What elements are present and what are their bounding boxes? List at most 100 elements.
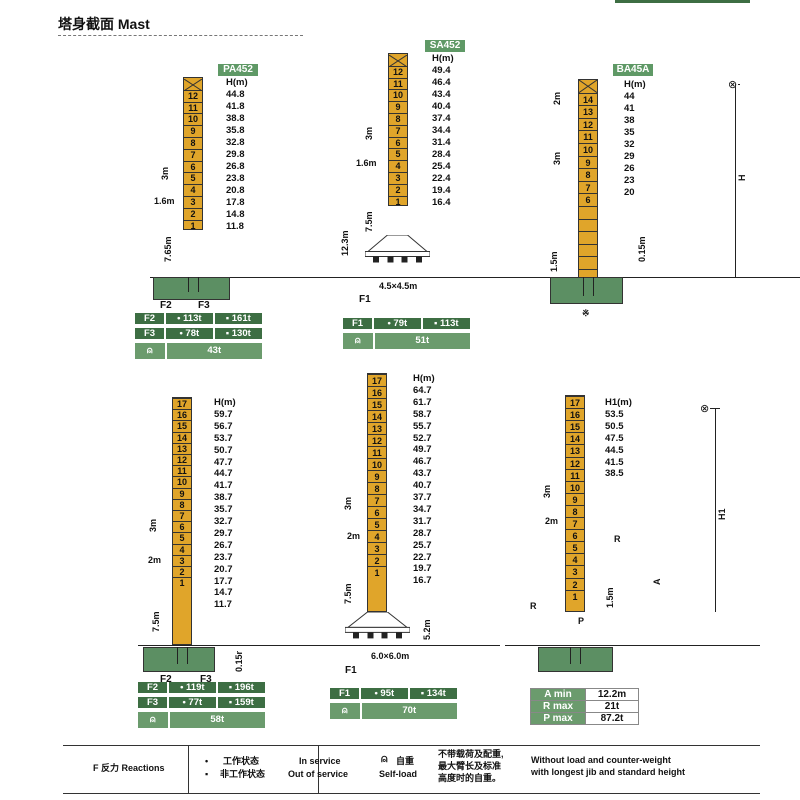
- in-service-text: 113t: [183, 313, 202, 324]
- mast-top-cross-icon: [183, 78, 203, 92]
- in-service-value: • 79t: [374, 318, 423, 329]
- mast-section: 9: [184, 125, 202, 137]
- out-service-value: ▪ 196t: [217, 682, 265, 693]
- height-value: 46.7: [413, 456, 432, 468]
- height-value: 14.7: [214, 587, 233, 599]
- height-value: 37.7: [413, 492, 432, 503]
- mast-section: 8: [173, 498, 191, 510]
- height-value: 16.7: [413, 575, 432, 587]
- spec-value: 87.2t: [585, 712, 639, 725]
- reaction-row: F2• 119t▪ 196t: [138, 682, 265, 693]
- mast-top-cross-icon: [388, 54, 408, 68]
- mast-section: 6: [368, 506, 386, 518]
- mast-section: 8: [566, 504, 584, 517]
- height-value: 47.5: [605, 432, 624, 444]
- anchor-bolt: [177, 647, 178, 664]
- self-load-icon: ⍝: [138, 712, 170, 728]
- mast-section: 11: [579, 130, 597, 143]
- dimension-label: 3m: [542, 484, 552, 498]
- foundation-block: [153, 277, 230, 300]
- mast-section: 2: [368, 554, 386, 566]
- force-label: F3: [200, 674, 212, 685]
- dimension-label: 7.5m: [343, 583, 353, 604]
- mast-section: 3: [368, 542, 386, 554]
- out-service-text: 113t: [440, 318, 459, 329]
- spec-value: 12.2m: [585, 688, 639, 701]
- height-value: 38.7: [214, 492, 233, 504]
- foundation-block: [143, 647, 215, 672]
- mast-section: 12: [579, 117, 597, 131]
- out-service-value: ▪ 134t: [409, 688, 457, 699]
- height-value: 19.4: [432, 185, 451, 196]
- mast-section: 11: [184, 101, 202, 114]
- ground-line: [300, 645, 500, 646]
- desc-cn-2: 最大臂长及标准: [438, 761, 502, 771]
- mast-section: 1: [389, 195, 407, 208]
- height-value: 11.8: [226, 221, 244, 232]
- desc-cn-1: 不带载荷及配重,: [438, 749, 504, 759]
- mast-section: 8: [368, 482, 386, 494]
- height-value: 31.7: [413, 515, 432, 527]
- in-service-bullet-icon: •: [205, 756, 209, 766]
- height-value: 22.7: [413, 551, 432, 563]
- mast-model-label: BA45A: [613, 64, 653, 76]
- dimension-label: 7.65m: [163, 236, 173, 262]
- in-service-en: In service: [299, 756, 341, 766]
- height-value: 26.8: [226, 161, 245, 172]
- spec-key: R max: [530, 700, 586, 713]
- mast-section: 11: [368, 446, 386, 458]
- force-label: F3: [198, 300, 210, 311]
- mast-section: 7: [579, 180, 597, 194]
- dimension-label: 4.5×4.5m: [379, 281, 418, 291]
- dimension-label: 1.5m: [605, 587, 615, 608]
- anchor-bolt: [580, 647, 581, 664]
- in-service-value: • 78t: [166, 328, 215, 339]
- self-load-row: ⍝70t: [330, 703, 457, 719]
- dimension-label: 2m: [545, 516, 559, 526]
- force-label: F1: [359, 294, 371, 305]
- mast-section: 5: [368, 518, 386, 530]
- spec-key: P max: [530, 712, 586, 725]
- title-divider: [58, 35, 303, 36]
- out-service-square-icon: ▪: [225, 313, 232, 324]
- height-value: 44.8: [226, 89, 245, 100]
- mast-section: 14: [566, 432, 584, 444]
- mast-section: 3: [173, 554, 191, 566]
- height-value: 41.7: [214, 480, 233, 492]
- desc-cn-3: 高度时的自重。: [438, 773, 502, 783]
- mast-section: 9: [579, 155, 597, 169]
- mast-section: 15: [566, 420, 584, 432]
- mast-section: 11: [389, 77, 407, 90]
- out-service-en: Out of service: [288, 769, 349, 779]
- dimension-label: 3m: [148, 518, 158, 532]
- height-value: 49.4: [432, 65, 451, 76]
- mast-section: 5: [184, 172, 202, 184]
- height-value: 35.8: [226, 125, 245, 136]
- height-value: 64.7: [413, 384, 432, 396]
- in-service-text: 78t: [185, 328, 200, 339]
- height-value: 34.4: [432, 125, 451, 136]
- reaction-row: F2• 113t▪ 161t: [135, 313, 262, 324]
- dimension-label: 5.2m: [422, 619, 432, 640]
- height-value: 23.8: [226, 173, 245, 184]
- out-service-text: 159t: [234, 697, 254, 708]
- anchor-bolt: [593, 277, 594, 296]
- height-value: 25.7: [413, 539, 432, 551]
- self-load-value: 51t: [374, 333, 470, 349]
- dimension-label: 12.3m: [340, 230, 350, 256]
- reaction-name: F2: [135, 313, 167, 324]
- note-mark: ※: [582, 308, 590, 318]
- height-value: 38.5: [605, 468, 624, 480]
- dimension-label: R: [530, 601, 537, 611]
- desc-en-2: with longest jib and standard height: [531, 767, 686, 777]
- reactions-label: F 反力 Reactions: [93, 763, 165, 773]
- height-value: 32: [624, 139, 635, 150]
- mast-section: 16: [173, 409, 191, 420]
- legend-footer: F 反力 Reactions • ▪ 工作状态 非工作状态 In service…: [63, 745, 760, 794]
- dimension-label: 6.0×6.0m: [371, 651, 410, 661]
- self-load-value: 58t: [169, 712, 265, 728]
